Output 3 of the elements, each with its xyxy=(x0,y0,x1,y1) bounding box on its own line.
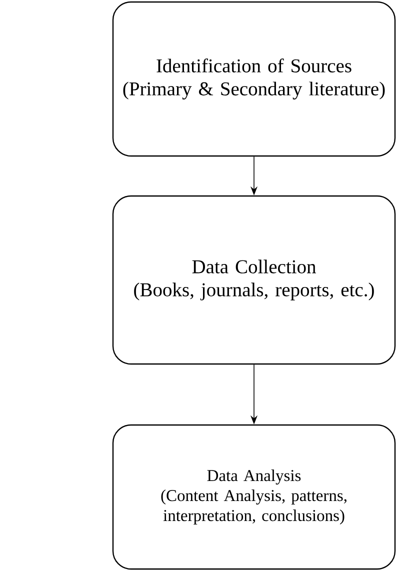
process-box: Data Analysis (Content Analysis, patterns, interpretation, conclusions) xyxy=(112,424,396,570)
process-box: Identification of Sources (Primary & Secondary literature) xyxy=(112,1,396,157)
process-box: Data Collection (Books, journals, reports, etc.) xyxy=(112,195,396,365)
